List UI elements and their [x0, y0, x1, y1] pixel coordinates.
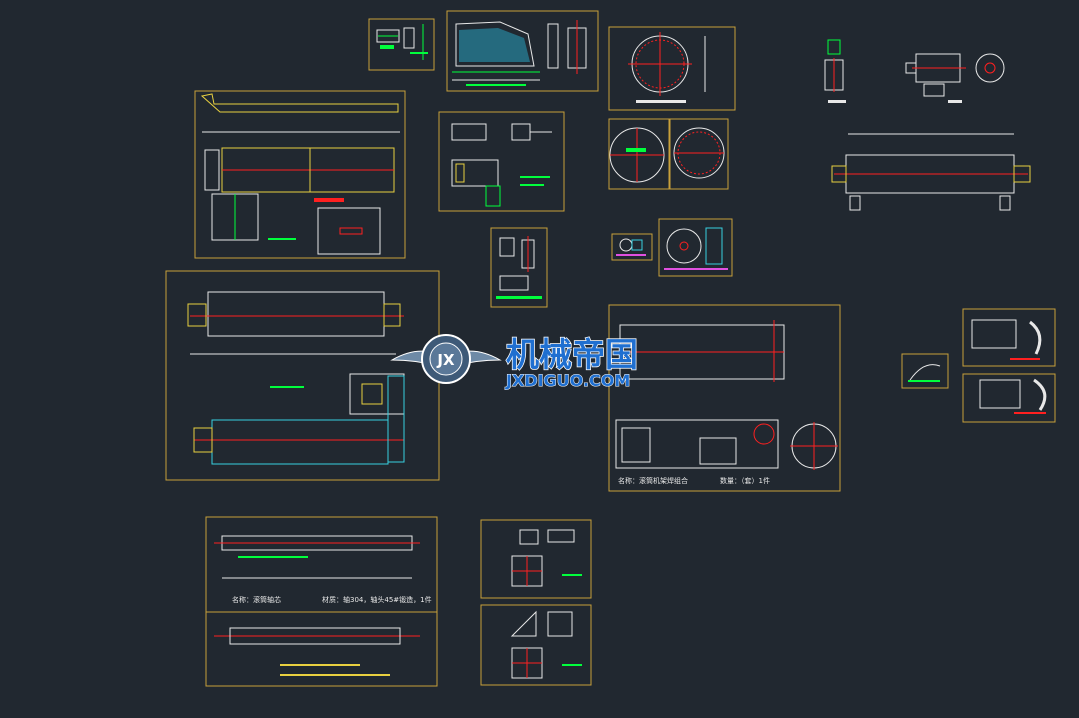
sheet-cover-plate-a[interactable]	[962, 308, 1056, 367]
sheet-conveyor-frame[interactable]	[194, 90, 406, 259]
sheet-drum-shaft[interactable]: 名称：滚筒轴芯 材质：轴304，轴头45#锻造，1件	[205, 516, 438, 613]
watermark-title: 机械帝国	[506, 335, 638, 374]
sheet-sprocket-large[interactable]	[658, 218, 733, 277]
sheet-drum-disc-a[interactable]	[608, 118, 670, 190]
sheet-square-part-b[interactable]	[480, 604, 592, 686]
sheet-conveyor-elevation-right[interactable]	[831, 133, 1031, 211]
sheet-sprocket-small[interactable]	[611, 233, 653, 261]
sheet-drum-end-view[interactable]	[608, 26, 736, 111]
watermark-badge: JX	[436, 351, 455, 369]
sheet-drum-shaft-assembly[interactable]	[205, 611, 438, 687]
sheet-detail-bracket[interactable]	[368, 18, 435, 71]
sheet-bearing-bracket[interactable]	[490, 227, 548, 308]
shaft-nameplate-label: 名称：滚筒轴芯	[232, 595, 281, 604]
sheet-drum-disc-b[interactable]	[669, 118, 729, 190]
watermark-url: JXDIGUO.COM	[505, 371, 630, 390]
sheet-cover-plate-b[interactable]	[962, 373, 1056, 423]
sheet-frame-assembly[interactable]: 名称：滚筒机架焊组合 数量：（套）1件	[608, 304, 841, 492]
frame-nameplate-label: 名称：滚筒机架焊组合	[618, 476, 688, 485]
sheet-conveyor-assembly[interactable]	[165, 270, 440, 481]
gear-wings-logo-icon: JX	[390, 334, 502, 384]
watermark-logo: JX 机械帝国 JXDIGUO.COM	[390, 334, 639, 391]
shaft-material-label: 材质：轴304，轴头45#锻造，1件	[322, 595, 432, 604]
sheet-hopper-plate[interactable]	[446, 10, 599, 92]
sheet-chute-detail[interactable]	[901, 353, 949, 389]
sheet-weld-detail[interactable]	[438, 111, 565, 212]
sheet-motor-views[interactable]	[824, 39, 1005, 103]
frame-quantity-label: 数量：（套）1件	[720, 476, 770, 485]
sheet-square-part-a[interactable]	[480, 519, 592, 599]
